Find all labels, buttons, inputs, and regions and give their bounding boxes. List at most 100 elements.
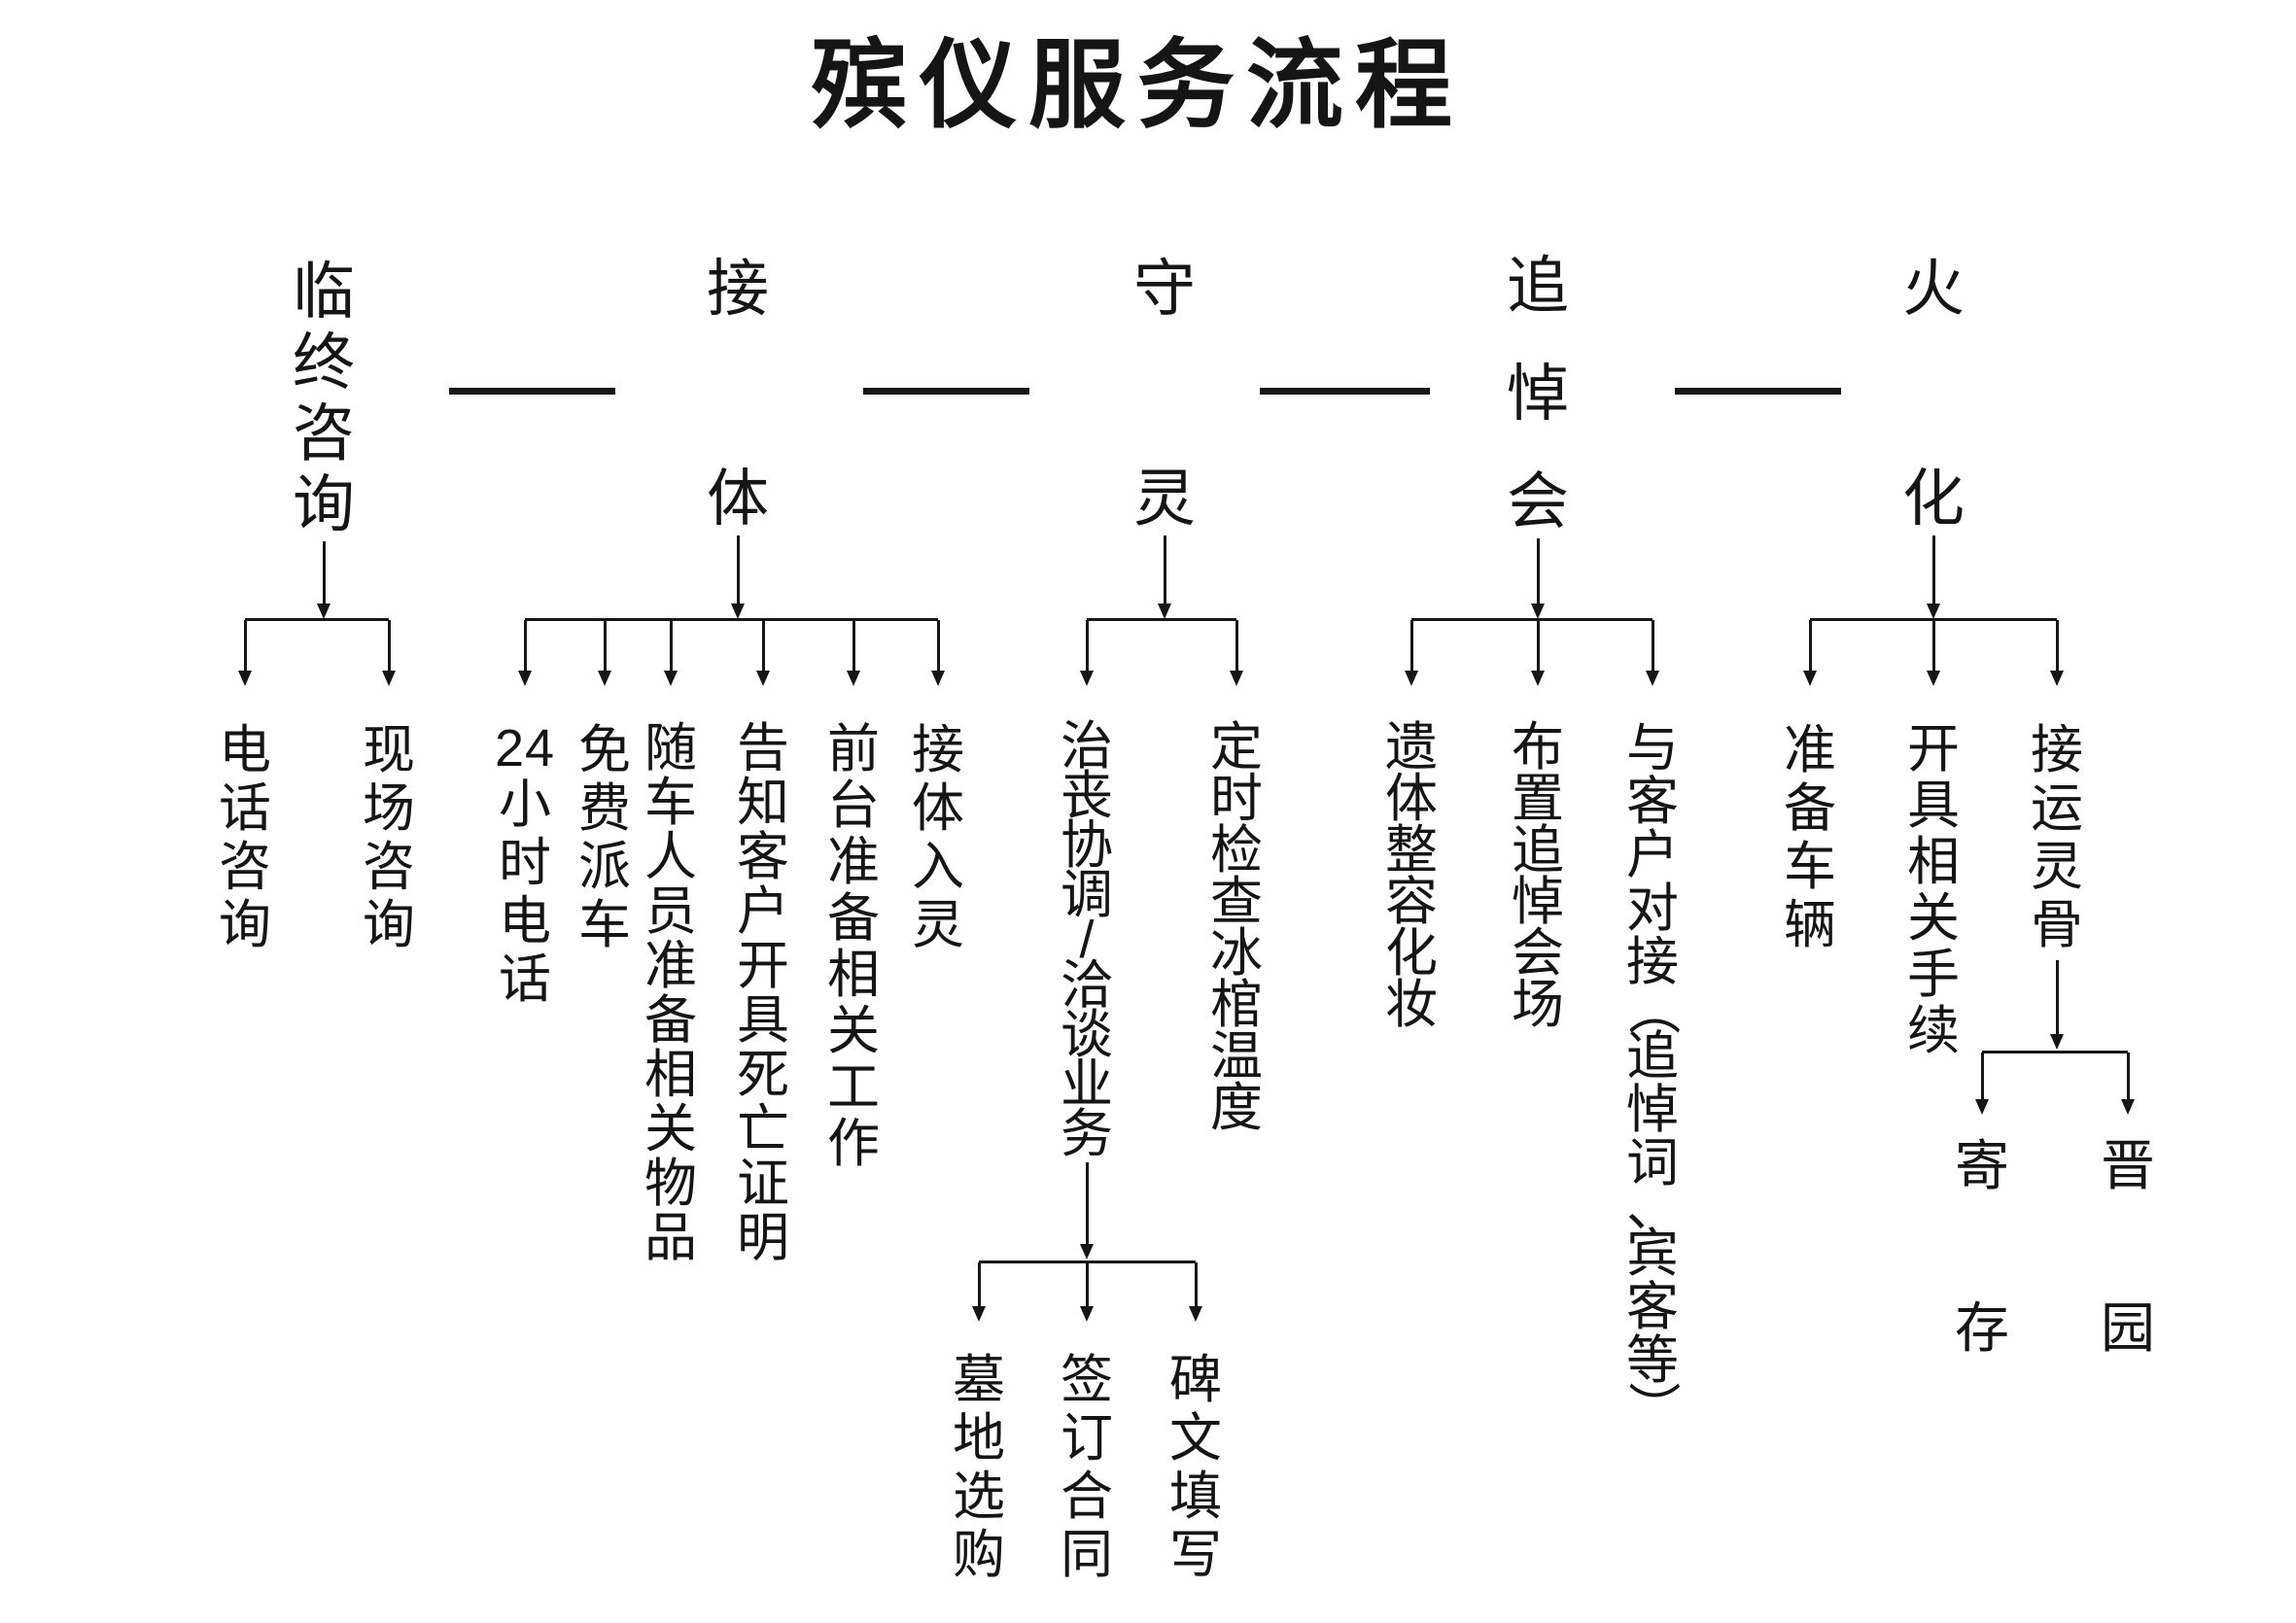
step-label-char: 度 xyxy=(1210,1078,1263,1137)
arrow-down-icon xyxy=(1803,671,1817,686)
step-label: 遗体整容化妆 xyxy=(1377,717,1445,1034)
connector-line-vertical xyxy=(1409,620,1413,673)
step-label-char: 电 xyxy=(499,892,551,950)
step-label-char: 洽 xyxy=(1061,955,1113,1015)
step-label-char: 遗 xyxy=(1385,717,1438,777)
substep-label: 寄存 xyxy=(1948,1139,2016,1356)
step-label-char: 客 xyxy=(1626,772,1679,831)
step-label-char: 、 xyxy=(1626,1179,1679,1237)
stage-label-4: 追悼会 xyxy=(1504,255,1572,533)
arrow-down-icon xyxy=(1646,671,1659,686)
connector-line-vertical xyxy=(761,620,765,673)
step-label-char: 购 xyxy=(953,1526,1005,1584)
connector-line-vertical xyxy=(1235,620,1238,673)
step-label-char: 备 xyxy=(644,991,697,1050)
step-label: 告知客户开具死亡证明 xyxy=(729,721,797,1265)
connector-line-vertical xyxy=(1536,538,1540,606)
arrow-down-icon xyxy=(1080,671,1094,686)
stage-label-char: 灵 xyxy=(1133,464,1196,534)
substep-label: 碑文填写 xyxy=(1162,1351,1230,1584)
connector-line-vertical xyxy=(2055,960,2059,1037)
step-label-char: 体 xyxy=(1385,769,1438,828)
step-label-char: 妆 xyxy=(1385,975,1438,1034)
step-label-char: 询 xyxy=(219,896,271,954)
step-label-char: 冰 xyxy=(1210,923,1263,983)
step-label: 准备车辆 xyxy=(1776,721,1844,954)
step-label-char: 接 xyxy=(1626,932,1679,991)
step-label-char: 化 xyxy=(1385,923,1438,983)
step-label-char: 费 xyxy=(578,779,631,838)
connector-line-vertical xyxy=(243,620,247,673)
step-label-char: 查 xyxy=(1210,872,1263,931)
arrow-down-icon xyxy=(1080,1244,1094,1260)
step-label-char: 咨 xyxy=(219,838,271,896)
step-label-char: 时 xyxy=(499,834,551,892)
step-label-char: 开 xyxy=(737,937,789,995)
step-label-char: 丧 xyxy=(1061,766,1113,825)
step-label-char: 谈 xyxy=(1061,1005,1113,1064)
arrow-down-icon xyxy=(2121,1099,2135,1115)
connector-line-vertical xyxy=(1931,535,1935,606)
step-label: 免费派车 xyxy=(571,721,639,954)
step-label: 开具相关手续 xyxy=(1899,721,1967,1059)
step-label-char: 地 xyxy=(953,1409,1005,1468)
stage-label-char: 接 xyxy=(707,254,769,324)
step-label-char: 话 xyxy=(499,950,551,1009)
step-label-char: 悼 xyxy=(1626,1080,1679,1139)
stage-connector-dash xyxy=(1675,388,1841,395)
step-label-char: 填 xyxy=(1169,1468,1222,1526)
step-label-char: 务 xyxy=(1061,1104,1113,1163)
stage-label-char: 悼 xyxy=(1507,359,1569,429)
step-label-char: 准 xyxy=(644,937,697,995)
step-label-char: 续 xyxy=(1907,1002,1960,1060)
stage-connector-dash xyxy=(863,388,1029,395)
step-label-char: 订 xyxy=(1061,1409,1113,1468)
connector-line-vertical xyxy=(1085,620,1089,673)
step-label-char: 手 xyxy=(1907,946,1960,1004)
connector-line-vertical xyxy=(852,620,855,673)
connector-line-vertical xyxy=(1536,620,1540,673)
step-label-char: 追 xyxy=(1512,820,1564,880)
step-label-char: 询 xyxy=(363,896,415,954)
connector-line-horizontal xyxy=(525,617,938,621)
step-label: 定时检查冰棺温度 xyxy=(1202,721,1270,1137)
arrow-down-icon xyxy=(1531,604,1545,619)
step-label-char: 备 xyxy=(1784,779,1836,838)
arrow-down-icon xyxy=(382,671,396,686)
step-label-char: 悼 xyxy=(1512,872,1564,931)
step-label-char: / xyxy=(1079,911,1095,969)
step-label-char: 同 xyxy=(1061,1526,1113,1584)
substep-label: 晋园 xyxy=(2094,1139,2162,1356)
connector-line-vertical xyxy=(603,620,607,673)
step-label-char: 写 xyxy=(1169,1526,1222,1584)
stage-label-char: 存 xyxy=(1955,1297,2009,1359)
step-label-char: 员 xyxy=(644,882,697,941)
step-label-char: 相 xyxy=(827,946,880,1004)
arrow-down-icon xyxy=(1405,671,1418,686)
arrow-down-icon xyxy=(931,671,945,686)
stage-label-char: 询 xyxy=(293,469,355,539)
step-label-char: 场 xyxy=(363,779,415,838)
step-label: 治丧协调/洽谈业务 xyxy=(1053,720,1121,1163)
arrow-down-icon xyxy=(756,671,770,686)
step-label-char: 容 xyxy=(1385,872,1438,931)
stage-label-char: 寄 xyxy=(1955,1135,2009,1196)
step-label-char: 亡 xyxy=(737,1100,789,1158)
stage-label-3: 守灵 xyxy=(1131,258,1199,530)
step-label-char: 检 xyxy=(1210,820,1263,880)
step-label-char: 签 xyxy=(1061,1351,1113,1409)
connector-line-vertical xyxy=(936,620,940,673)
step-label-char: 知 xyxy=(737,774,789,832)
connector-line-vertical xyxy=(2055,620,2059,673)
arrow-down-icon xyxy=(664,671,678,686)
connector-line-vertical xyxy=(2126,1053,2130,1102)
page-title: 殡仪服务流程 xyxy=(811,31,1464,140)
stage-connector-dash xyxy=(1260,388,1430,395)
arrow-down-icon xyxy=(1927,671,1940,686)
step-label-char: 时 xyxy=(1210,769,1263,828)
step-label-char: 布 xyxy=(1512,717,1564,777)
step-label-char: 前 xyxy=(827,720,880,778)
connector-line-horizontal xyxy=(245,617,389,621)
step-label: 电话咨询 xyxy=(211,721,279,954)
